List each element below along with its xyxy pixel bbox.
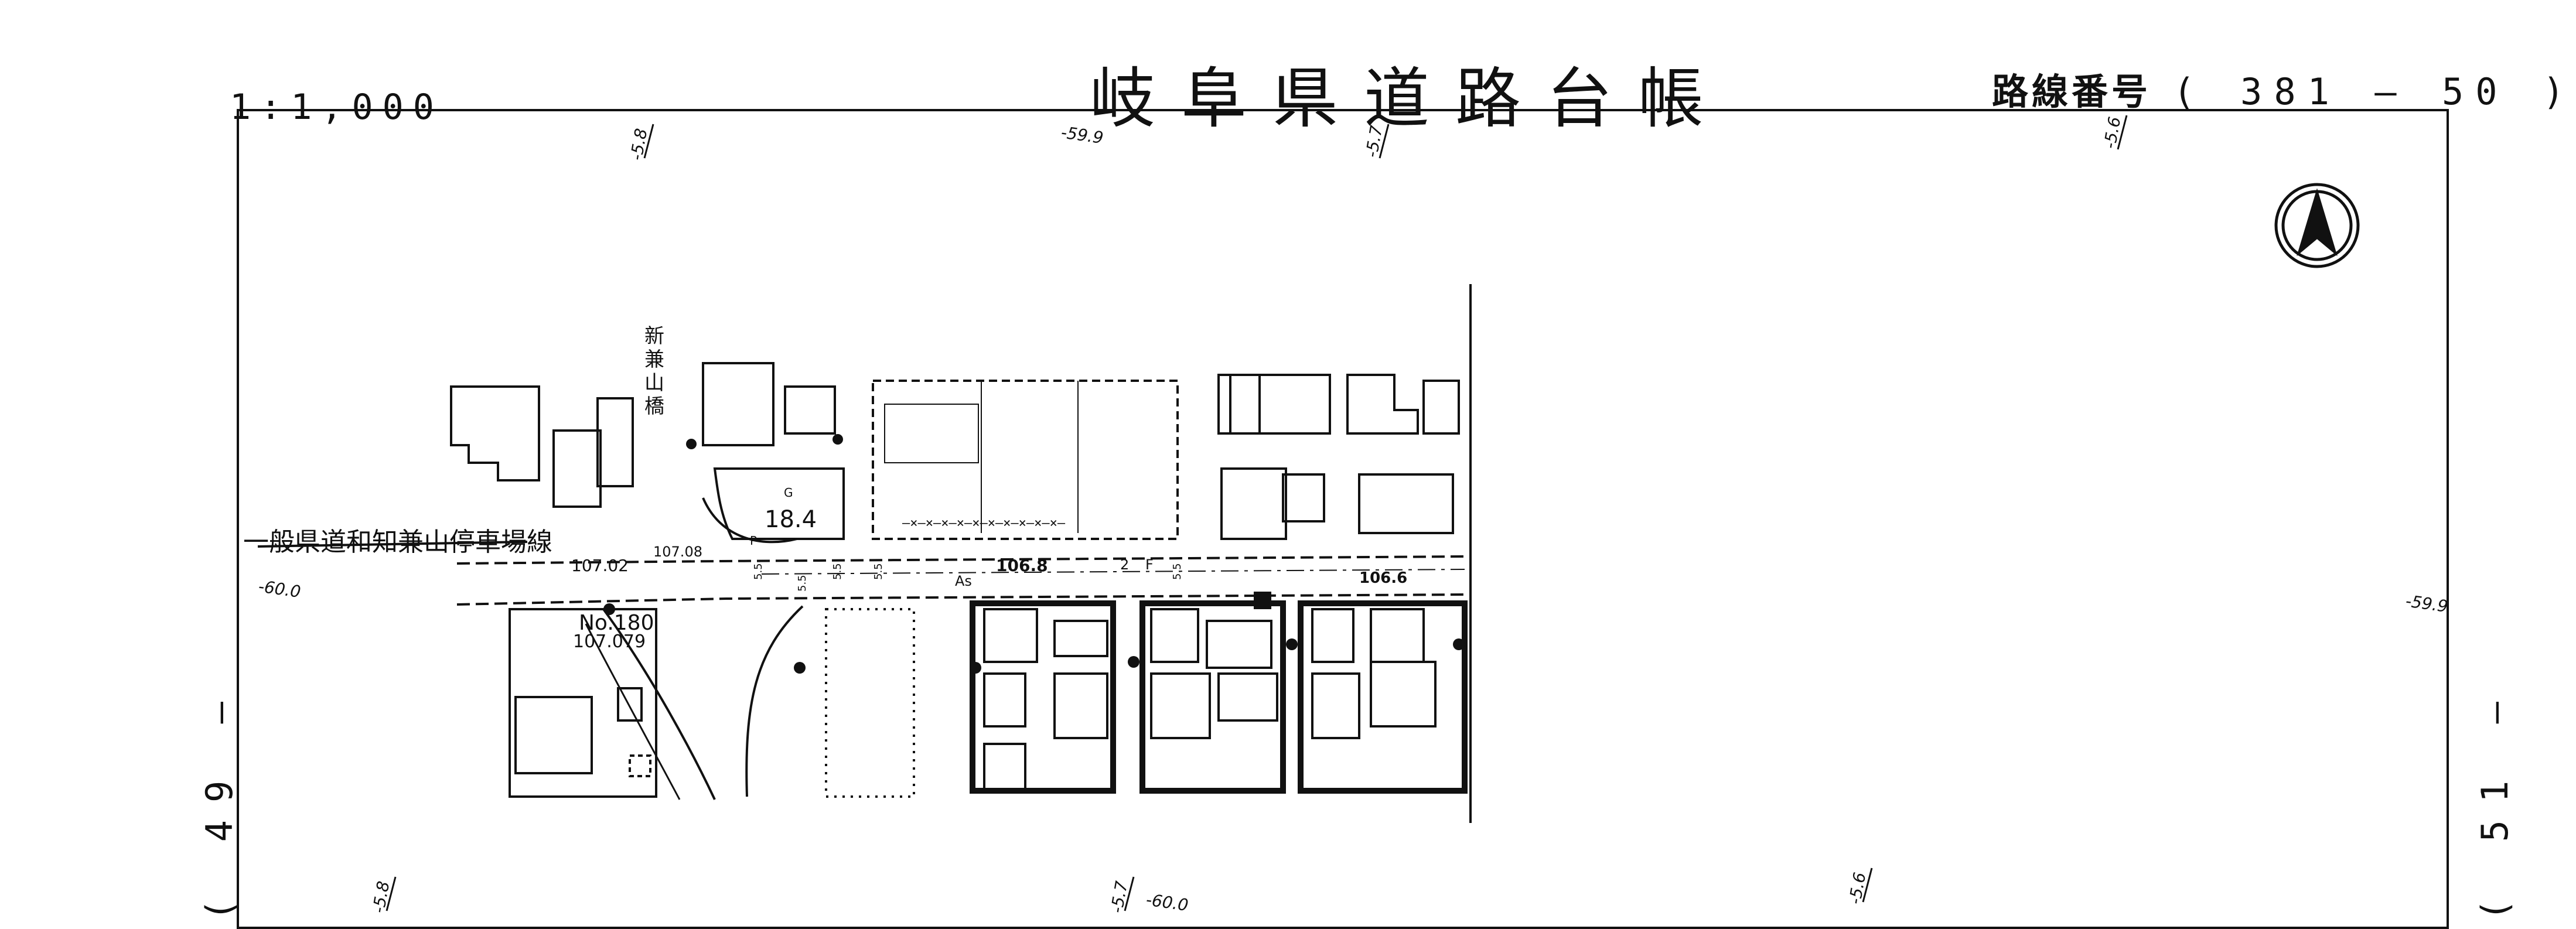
point-mark: F: [1145, 556, 1154, 573]
buildings-north: [450, 362, 1460, 540]
width-mark: 5.5: [1171, 563, 1183, 580]
side-road-left: [602, 608, 716, 800]
pavement-mark: As: [955, 573, 972, 589]
bridge-name-char-2: 兼: [644, 348, 664, 371]
elevation-label: 106.6: [1359, 569, 1407, 587]
curb-curve: [702, 497, 797, 544]
contour-label: -5.6: [1845, 871, 1869, 906]
contour-ticks: [385, 115, 2128, 911]
contour-label: -5.7: [1362, 124, 1386, 159]
contour-label: -5.6: [2100, 115, 2124, 151]
route-number: 路線番号 ( 381 — 50 ): [1992, 62, 2576, 115]
side-road-right: [745, 605, 804, 797]
road-centre-line: [761, 569, 1465, 575]
contour-label: -5.7: [1107, 879, 1131, 914]
station-number-label: No.180: [579, 611, 654, 635]
contour-label: -5.8: [626, 127, 651, 162]
contour-label: -60.0: [1145, 890, 1189, 915]
route-number-value: ( 381 — 50 ): [2173, 70, 2576, 113]
point-mark: P: [750, 534, 757, 548]
route-number-label: 路線番号: [1992, 70, 2152, 113]
contour-label: -5.8: [369, 880, 393, 915]
elevation-label: 18.4: [765, 506, 817, 533]
contour-label: -60.0: [257, 576, 302, 602]
contour-label: -59.9: [1060, 122, 1104, 148]
elevation-label: 106.8: [996, 556, 1048, 575]
width-mark: 5.5: [831, 563, 844, 580]
scale-label: 1:1,000: [230, 87, 443, 128]
contour-label: -59.9: [2404, 591, 2449, 616]
road-name-label: 一般県道和知兼山停車場線: [243, 527, 552, 557]
utility-poles: [603, 434, 1465, 674]
map-frame: [237, 109, 2449, 929]
elevation-label: 107.02: [571, 556, 629, 575]
bridge-name-char-4: 橋: [644, 395, 664, 418]
map-title: 岐阜県道路台帳: [1090, 61, 1729, 137]
buildings-south: [509, 600, 1468, 798]
fence-marks: —×—×—×—×—×—×—×—×—×—×—: [902, 516, 1066, 531]
width-mark: 5.5: [872, 563, 885, 580]
bridge-name-char-1: 新: [644, 325, 664, 348]
station-elevation-label: 107.079: [573, 631, 646, 652]
bridge-name-label: 新 兼 山 橋: [644, 325, 664, 418]
north-arrow-icon: [2274, 183, 2360, 268]
width-mark: 5.5: [796, 575, 808, 592]
elevation-label: 107.08: [653, 544, 702, 560]
width-mark: 5.5: [752, 563, 765, 580]
road-edges: [257, 541, 1468, 606]
point-mark: 2: [1120, 556, 1129, 573]
point-mark: G: [784, 486, 793, 500]
bridge-name-char-3: 山: [644, 371, 664, 395]
map-drawing: —×—×—×—×—×—×—×—×—×—×—: [243, 115, 2449, 915]
